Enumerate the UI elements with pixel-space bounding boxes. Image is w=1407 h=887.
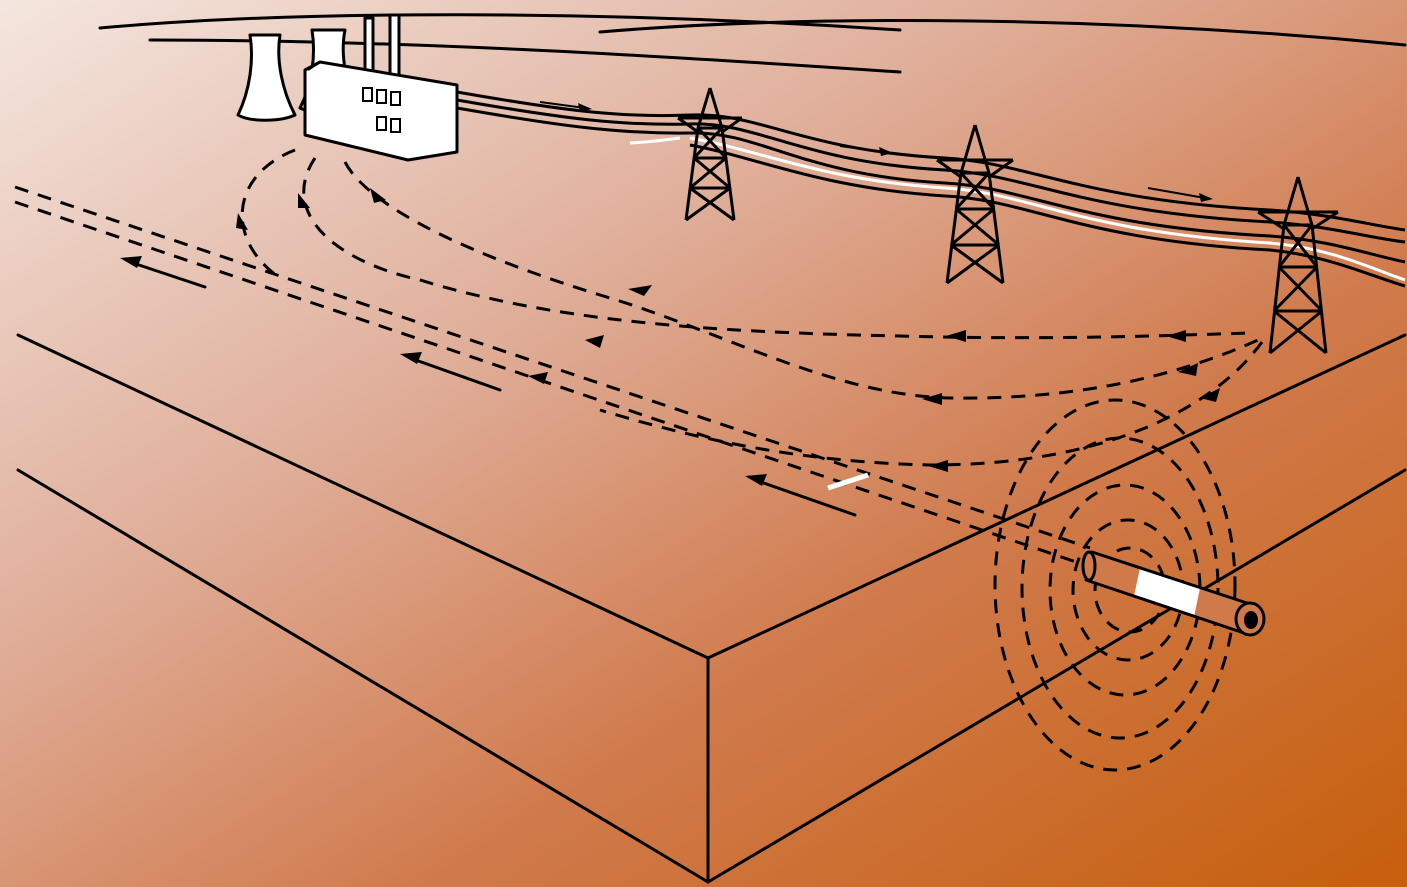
chimney [390, 15, 399, 77]
